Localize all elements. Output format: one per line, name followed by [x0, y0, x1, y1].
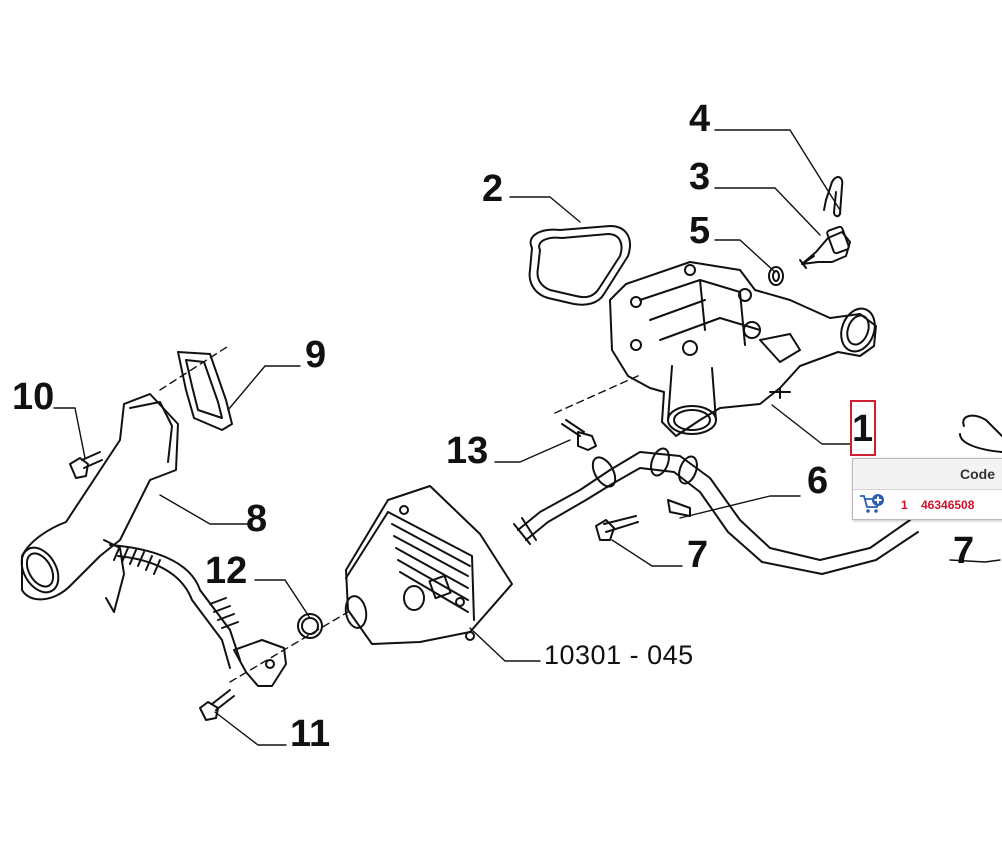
- part-9-gasket[interactable]: [177, 351, 233, 431]
- callout-9[interactable]: 9: [305, 334, 327, 376]
- popup-header: Code: [853, 459, 1002, 490]
- callout-8[interactable]: 8: [246, 498, 268, 540]
- oil-cooler[interactable]: [343, 485, 513, 645]
- callout-10[interactable]: 10: [12, 376, 55, 418]
- part-1-thermostat-housing[interactable]: [609, 261, 881, 437]
- callout-7-right[interactable]: 7: [953, 530, 975, 572]
- callout-11[interactable]: 11: [290, 713, 331, 755]
- callout-4[interactable]: 4: [689, 98, 711, 140]
- callout-6[interactable]: 6: [807, 460, 829, 502]
- callout-5[interactable]: 5: [689, 210, 711, 252]
- part-10-bolt[interactable]: [69, 451, 103, 479]
- part-5-seal-ring[interactable]: [768, 266, 784, 286]
- figure-code: 10301 - 045: [544, 640, 694, 670]
- part-11-bolt[interactable]: [199, 689, 235, 721]
- callout-3[interactable]: 3: [689, 156, 711, 198]
- popup-column-code: Code: [960, 466, 995, 482]
- popup-part-code[interactable]: 46346508: [921, 498, 975, 512]
- popup-quantity: 1: [901, 498, 908, 512]
- part-info-popup: Code 1 46346508: [852, 458, 1002, 520]
- leader-lines: [53, 129, 1001, 746]
- part-6-coolant-hose[interactable]: [513, 446, 919, 575]
- selected-callout-highlight: [850, 400, 876, 456]
- callout-2[interactable]: 2: [482, 168, 504, 210]
- part-8-water-pipe[interactable]: [14, 393, 287, 687]
- callout-13[interactable]: 13: [446, 430, 489, 472]
- part-12-seal-ring[interactable]: [297, 613, 323, 639]
- part-3-temperature-sensor[interactable]: [799, 225, 851, 269]
- part-13-bolt[interactable]: [561, 419, 597, 451]
- part-2-gasket[interactable]: [528, 225, 631, 306]
- part-4-retaining-clip[interactable]: [823, 176, 844, 218]
- callout-1[interactable]: 1: [852, 408, 874, 450]
- callout-7[interactable]: 7: [687, 534, 709, 576]
- part-7-bolt[interactable]: [595, 515, 639, 541]
- callout-12[interactable]: 12: [205, 550, 248, 592]
- part-partial-right-edge: [959, 414, 1002, 453]
- cart-glyph: [860, 494, 884, 513]
- add-to-cart-icon[interactable]: [859, 493, 885, 515]
